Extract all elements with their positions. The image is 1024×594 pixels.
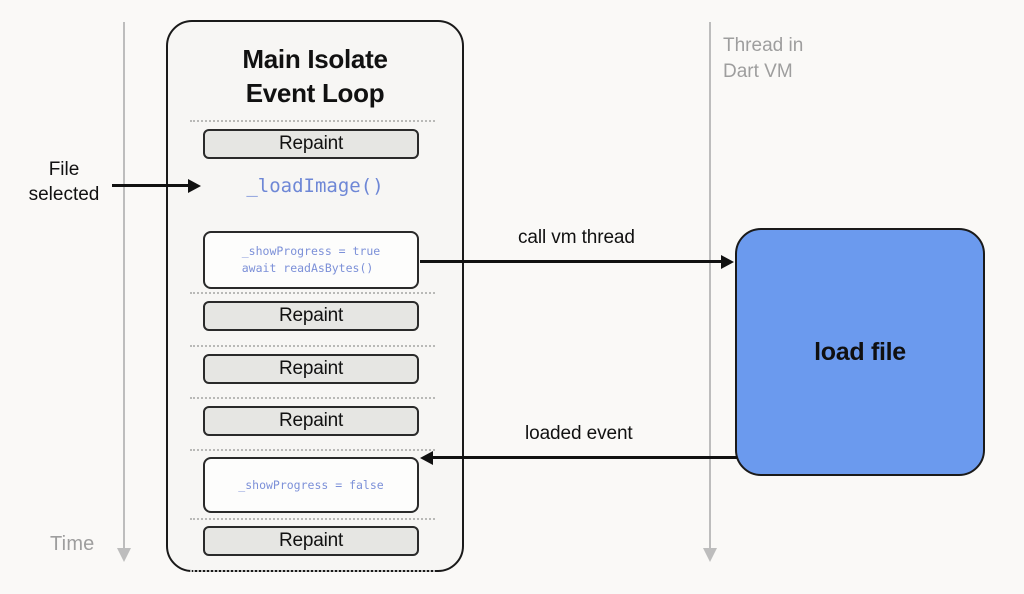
slot-separator [190,518,435,520]
call-vm-thread-arrow-line [420,260,723,263]
slot-separator [190,292,435,294]
repaint-box[interactable]: Repaint [203,526,419,556]
repaint-box[interactable]: Repaint [203,301,419,331]
load-image-call-label: _loadImage() [246,175,384,197]
slot-separator [190,449,435,451]
repaint-box[interactable]: Repaint [203,129,419,159]
repaint-box[interactable]: Repaint [203,406,419,436]
time-axis-right-arrowhead-icon [703,548,717,562]
time-axis-label: Time [50,533,95,555]
file-selected-label: File selected [28,159,100,205]
call-vm-thread-label: call vm thread [518,227,635,248]
slot-separator [190,397,435,399]
loaded-event-label: loaded event [525,423,633,444]
time-axis-right-line [709,22,711,550]
time-axis-left-line [123,22,125,550]
loaded-event-arrow-line [432,456,737,459]
code-box-show-progress-false[interactable]: _showProgress = false [203,457,419,513]
load-file-box[interactable]: load file [735,228,985,476]
code-box-show-progress-true[interactable]: _showProgress = true await readAsBytes() [203,231,419,289]
loaded-event-arrowhead-icon [420,451,433,465]
slot-separator [190,570,435,572]
thread-column-label: Thread in Dart VM [723,35,804,82]
file-selected-arrow-line [112,184,190,187]
call-vm-thread-arrowhead-icon [721,255,734,269]
slot-separator [190,345,435,347]
slot-separator [190,120,435,122]
file-selected-arrowhead-icon [188,179,201,193]
repaint-box[interactable]: Repaint [203,354,419,384]
time-axis-left-arrowhead-icon [117,548,131,562]
main-isolate-title: Main Isolate Event Loop [242,44,388,108]
